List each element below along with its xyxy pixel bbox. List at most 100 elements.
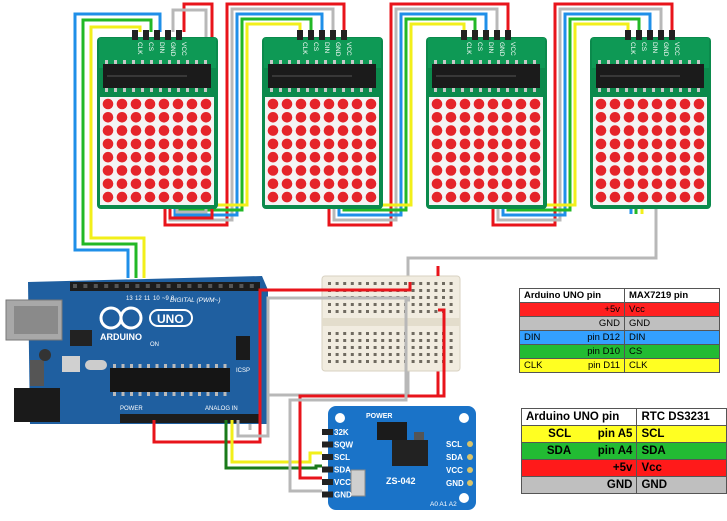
breadboard-hole [343,353,347,356]
led-dot [309,112,321,123]
chip-leg [616,60,619,64]
led-dot [158,151,170,163]
chip-leg [652,88,655,92]
led-dot [487,151,499,163]
breadboard-channel [322,318,460,326]
chip-leg [452,88,455,92]
reset-button [62,356,80,372]
led-dot [200,178,212,190]
rtc-right-pin-label: VCC [446,466,463,475]
header-socket [135,284,140,288]
chip-leg [607,60,610,64]
rtc-power-label: POWER [366,413,392,420]
chip-leg [452,60,455,64]
led-dot [323,112,335,123]
led-dot [295,98,307,110]
atmega-chip [110,368,230,392]
chip-leg [177,88,180,92]
breadboard-hole [335,303,339,306]
header-pin [319,30,325,40]
chip-leg [497,60,500,64]
chip-leg [177,60,180,64]
led-dot [186,138,198,150]
rtc-left-pin-label: VCC [334,478,351,487]
chip-leg [141,88,144,92]
led-dot [473,151,485,163]
led-dot [158,191,170,203]
breadboard-hole [373,360,377,363]
led-dot [501,112,513,123]
led-dot [595,98,607,110]
led-dot [295,125,307,136]
led-dot [431,165,443,176]
breadboard-hole [343,360,347,363]
led-dot [529,151,541,163]
led-dot [445,191,457,203]
led-dot [515,125,527,136]
pin-label: CS [640,42,647,52]
led-dot [186,125,198,136]
led-dot [623,98,635,110]
led-dot [309,98,321,110]
header-pin [330,30,336,40]
breadboard-hole [358,339,362,342]
chip-leg [306,88,309,92]
chip-leg [524,88,527,92]
pin-label: CS [476,42,483,52]
breadboard-hole [373,282,377,285]
led-dot [172,178,184,190]
led-dot [473,98,485,110]
chip-leg [181,364,184,368]
chip-leg [172,392,176,396]
led-dot [351,98,363,110]
led-dot [130,98,142,110]
chip-leg [488,60,491,64]
led-dot [116,151,128,163]
led-dot [637,98,649,110]
breadboard-hole [411,353,415,356]
led-dot [102,151,114,163]
breadboard-hole [328,360,331,363]
pin-label: VCC [509,42,516,56]
led-dot [186,165,198,176]
module-pin-cell: SCL [636,425,727,443]
led-dot [295,112,307,123]
wire [173,12,324,217]
mounting-hole [459,413,469,423]
led-dot [651,125,663,136]
breadboard-hole [449,339,453,342]
module-pin-cell: GND [636,476,727,494]
chip-leg [369,60,372,64]
breadboard-hole [335,353,339,356]
led-dot [459,191,471,203]
header-socket [239,284,244,288]
wire [236,296,410,438]
chip-leg [155,392,159,396]
led-dot [445,98,457,110]
led-dot [515,112,527,123]
breadboard-hole [335,332,339,335]
header-socket [187,284,192,288]
mounting-hole [335,413,345,423]
breadboard-hole [426,289,430,292]
chip-leg [360,60,363,64]
breadboard-hole [381,282,385,285]
chip-leg [470,88,473,92]
led-dot [473,191,485,203]
on-label: ON [150,342,159,348]
led-dot [337,98,349,110]
chip-leg [288,60,291,64]
power-jack [14,388,60,422]
chip-leg [643,88,646,92]
led-dot [445,165,457,176]
chip-leg [123,88,126,92]
chip-leg [198,364,201,368]
breadboard-hole [411,332,415,335]
led-dot [295,165,307,176]
led-dot [609,178,621,190]
